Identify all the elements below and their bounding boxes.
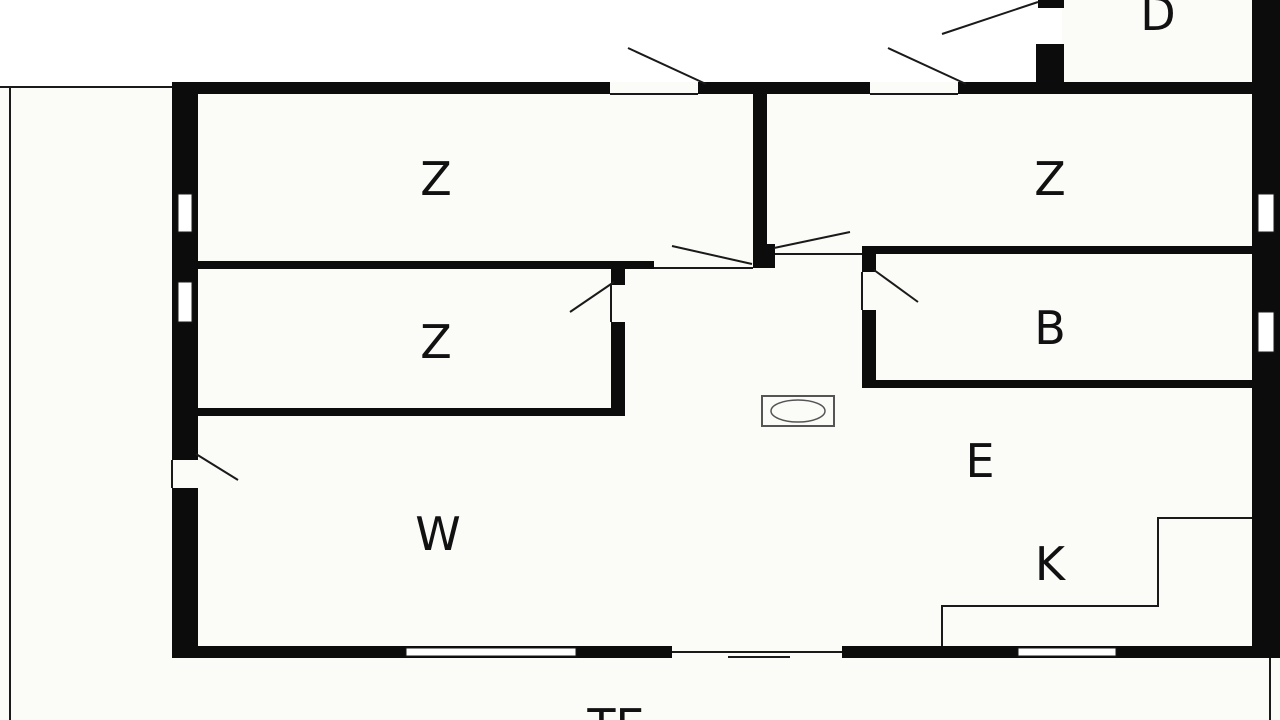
room-label-z-topleft: Z [420, 152, 452, 206]
kitchen-counter [941, 517, 1252, 646]
room-label-w: W [415, 507, 460, 561]
room-label-d: D [1140, 0, 1175, 41]
room-d-floor [1062, 0, 1254, 84]
house-floor [172, 82, 1262, 658]
room-label-z-middle: Z [420, 315, 452, 369]
room-label-e: E [965, 434, 994, 488]
room-label-te: TE [586, 699, 644, 720]
room-label-b: B [1034, 301, 1066, 355]
terrace-left [0, 87, 172, 720]
interior-walls [198, 82, 1262, 416]
room-label-k: K [1035, 537, 1067, 591]
windows [177, 193, 1275, 658]
terrace-bottom [172, 656, 1280, 720]
stove-symbol [761, 395, 835, 427]
doors [171, 1, 1039, 488]
room-label-z-topright: Z [1034, 152, 1066, 206]
